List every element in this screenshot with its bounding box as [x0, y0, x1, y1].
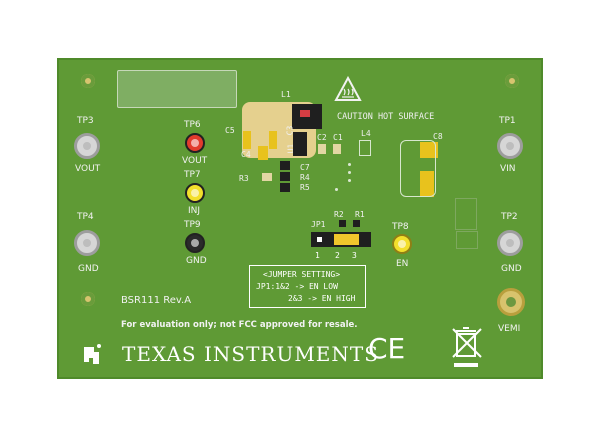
- c4-pad: [258, 146, 268, 160]
- test-point-tp3[interactable]: [74, 133, 100, 159]
- mounting-hole-top-right: [505, 74, 519, 88]
- jumper-jp1-shunt[interactable]: [334, 234, 359, 245]
- c5-pad-right: [269, 131, 277, 149]
- board-name: BSR111 Rev.A: [121, 295, 192, 306]
- pcb-board: TP3 VOUT TP4 GND TP6 VOUT TP7 INJ TP9 GN…: [57, 58, 543, 379]
- jp-num-3: 3: [352, 251, 357, 260]
- resistor-block-1: [280, 161, 290, 170]
- c1-pad: [333, 144, 341, 154]
- jumper-setting-line2: 2&3 -> EN HIGH: [288, 294, 356, 303]
- tp8-id: TP8: [392, 222, 409, 232]
- caution-text: CAUTION HOT SURFACE: [337, 112, 435, 122]
- c8-pad-top: [420, 142, 438, 158]
- test-point-tp4[interactable]: [74, 230, 100, 256]
- hot-surface-icon: [334, 75, 362, 102]
- c2-pad: [318, 144, 326, 154]
- mounting-hole-top-left: [81, 74, 95, 88]
- vemi-pad[interactable]: [497, 288, 525, 316]
- tp1-id: TP1: [499, 116, 516, 126]
- vemi-label: VEMI: [498, 324, 521, 334]
- tp2-label: GND: [501, 264, 522, 274]
- mounting-hole-bottom-left: [81, 292, 95, 306]
- tp2-id: TP2: [501, 212, 518, 222]
- ti-logo-icon: [79, 339, 107, 367]
- c5-label: C5: [225, 126, 235, 135]
- tp4-label: GND: [78, 264, 99, 274]
- tp1-label: VIN: [500, 164, 516, 174]
- label-area: [117, 70, 237, 108]
- r2-label: R2: [334, 210, 344, 219]
- c5-pad-left: [243, 131, 251, 149]
- test-point-tp7[interactable]: [185, 183, 205, 203]
- jumper-setting-title: <JUMPER SETTING>: [263, 270, 341, 279]
- tp6-label: VOUT: [182, 156, 208, 166]
- c8-label: C8: [433, 132, 443, 141]
- r3-pad: [262, 173, 272, 181]
- l4-label: L4: [361, 129, 371, 138]
- c2-label: C2: [317, 133, 327, 142]
- resistor-block-2: [280, 172, 290, 181]
- jumper-jp1-pin1[interactable]: [317, 237, 322, 242]
- c1-label: C1: [333, 133, 343, 142]
- via-1: [348, 163, 351, 166]
- via-4: [335, 188, 338, 191]
- tp9-id: TP9: [184, 220, 201, 230]
- tp9-label: GND: [186, 256, 207, 266]
- c4-label: C4: [241, 150, 251, 159]
- jumper-setting-line1: JP1:1&2 -> EN LOW: [256, 282, 338, 291]
- test-point-tp8[interactable]: [392, 234, 412, 254]
- tp7-id: TP7: [184, 170, 201, 180]
- jp-num-1: 1: [315, 251, 320, 260]
- faint-outline-right-2: [456, 231, 478, 249]
- weee-bin-icon: [448, 324, 486, 370]
- r4-label: R4: [300, 173, 310, 182]
- r3-label: R3: [239, 174, 249, 183]
- brand-name: TEXAS INSTRUMENTS: [122, 342, 379, 366]
- via-3: [348, 179, 351, 182]
- c8-outline: [400, 140, 436, 197]
- tp3-label: VOUT: [75, 164, 101, 174]
- tp8-label: EN: [396, 259, 409, 269]
- jumper-setting-box: [249, 265, 366, 308]
- r5-label: R5: [300, 183, 310, 192]
- l4-outline: [359, 140, 371, 156]
- tp4-id: TP4: [77, 212, 94, 222]
- jp1-label: JP1: [311, 220, 326, 229]
- c7-label: C7: [300, 163, 310, 172]
- inductor-l1-mark: [300, 110, 310, 117]
- via-2: [348, 171, 351, 174]
- tp7-label: INJ: [188, 206, 201, 216]
- disclaimer-text: For evaluation only; not FCC approved fo…: [121, 320, 358, 330]
- l1-label: L1: [281, 90, 291, 99]
- vemi-pad-inner: [506, 297, 516, 307]
- ic-u1: [293, 132, 307, 156]
- c8-pad-bottom: [420, 171, 434, 197]
- test-point-tp9[interactable]: [185, 233, 205, 253]
- jp-num-2: 2: [335, 251, 340, 260]
- tp6-id: TP6: [184, 120, 201, 130]
- r1-label: R1: [355, 210, 365, 219]
- resistor-block-3: [280, 183, 290, 192]
- test-point-tp6[interactable]: [185, 133, 205, 153]
- test-point-tp2[interactable]: [497, 230, 523, 256]
- ce-mark: CE: [368, 332, 406, 365]
- faint-outline-right-1: [455, 198, 477, 230]
- test-point-tp1[interactable]: [497, 133, 523, 159]
- r2-pad: [339, 220, 346, 227]
- r1-pad: [353, 220, 360, 227]
- tp3-id: TP3: [77, 116, 94, 126]
